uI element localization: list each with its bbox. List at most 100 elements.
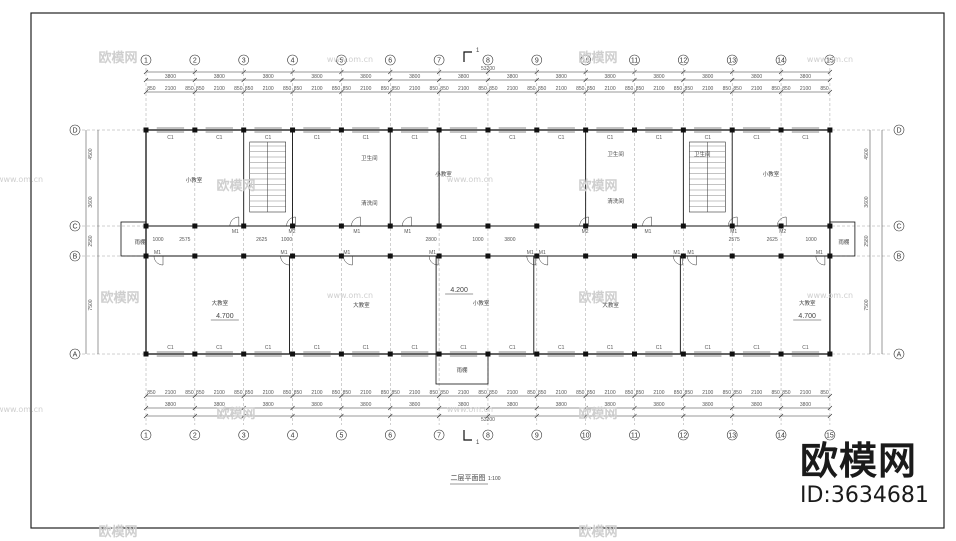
structural-column	[143, 351, 149, 357]
dim-tick-bottom-bays	[241, 405, 246, 411]
structural-column	[534, 351, 540, 357]
dim-tick-bottom-bays	[290, 405, 295, 411]
dim-tick-top-bays	[241, 77, 246, 83]
dim-window-top: 850	[234, 86, 243, 92]
watermark: 欧模网	[216, 178, 255, 194]
door-tag-north: M1	[730, 229, 737, 235]
dim-window-top: 850	[343, 86, 352, 92]
dim-window-top: 2100	[214, 86, 225, 92]
grid-bubble-bottom-6	[384, 429, 396, 441]
dim-window-top: 850	[527, 86, 536, 92]
dim-tick-bottom-windows	[388, 393, 393, 399]
dim-bay-top: 3800	[702, 74, 713, 80]
dim-tick-top-bays	[485, 77, 491, 83]
row-bubble-right-B	[893, 250, 905, 262]
dim-window-bottom: 850	[381, 390, 390, 396]
dim-tick-bottom-bays	[339, 405, 344, 411]
dim-tick-top-total	[729, 69, 735, 75]
dim-tick-bottom-windows	[143, 393, 149, 399]
dim-window-top: 850	[332, 86, 341, 92]
dim-window-top: 850	[196, 86, 205, 92]
watermark-site: www.om.cn	[447, 405, 493, 414]
dim-vertical-right-label: 7500	[864, 299, 870, 310]
room-label-center-classroom: 小教室	[473, 299, 490, 307]
grid-bubble-bottom-11	[629, 429, 640, 441]
grid-label-bottom-6: 6	[388, 433, 392, 440]
structural-column	[436, 127, 442, 133]
watermark: 欧模网	[98, 50, 137, 66]
window-tag-north: C1	[705, 135, 712, 141]
structural-column	[436, 223, 442, 229]
dim-tick-bottom-windows	[241, 393, 246, 399]
structural-column	[241, 223, 247, 229]
door-south	[687, 255, 697, 266]
grid-bubble-bottom-15	[824, 429, 836, 441]
dim-window-bottom: 2100	[311, 390, 322, 396]
dim-tick-top-windows	[534, 89, 540, 95]
grid-bubble-bottom-9	[531, 429, 543, 441]
dim-tick-top-windows	[583, 89, 588, 95]
structural-column	[436, 351, 442, 357]
drawing-title: 二层平面图	[451, 474, 486, 482]
door-south	[538, 255, 549, 266]
dim-window-bottom: 850	[332, 390, 341, 396]
dim-window-bottom: 850	[294, 390, 303, 396]
grid-bubble-top-11	[629, 54, 640, 66]
dim-window-bottom: 850	[147, 390, 156, 396]
dim-tick-top-windows	[632, 89, 637, 95]
window-tag-south: C1	[607, 345, 614, 351]
dim-window-bottom: 2100	[800, 390, 811, 396]
structural-column	[485, 351, 491, 357]
dim-bay-top: 3800	[311, 74, 322, 80]
grid-label-bottom-13: 13	[728, 433, 736, 440]
room-label-large-classroom: 大教室	[799, 299, 816, 307]
window-tag-south: C1	[509, 345, 516, 351]
door-north	[579, 216, 589, 227]
window-tag-south: C1	[753, 345, 760, 351]
row-label-left-D: D	[72, 128, 77, 135]
window-tag-north: C1	[802, 135, 809, 141]
door-tag-north: M2	[289, 229, 296, 235]
dim-tick-bottom-windows	[339, 393, 344, 399]
watermark: 欧模网	[578, 290, 617, 306]
dim-window-bottom: 2100	[751, 390, 762, 396]
room-label-small-classroom: 小教室	[435, 170, 452, 178]
room-label-washroom: 清洗间	[607, 197, 624, 205]
dim-tick-bottom-bays	[436, 405, 442, 411]
row-bubble-right-D	[893, 124, 905, 136]
structural-column	[680, 253, 686, 259]
dim-tick-bottom-total	[241, 413, 246, 419]
structural-column	[436, 253, 442, 259]
structural-column	[632, 351, 637, 357]
structural-column	[192, 223, 198, 229]
dim-tick-bottom-bays	[729, 405, 735, 411]
dim-bay-bottom: 3800	[702, 402, 713, 408]
watermark-site: www.om.cn	[447, 175, 493, 184]
dim-bay-bottom: 3800	[214, 402, 225, 408]
dim-window-bottom: 850	[820, 390, 829, 396]
door-tag-south: M1	[539, 250, 546, 256]
dim-tick-top-bays	[436, 77, 442, 83]
door-north	[229, 216, 240, 227]
structural-column	[680, 351, 686, 357]
dim-tick-top-total	[143, 69, 149, 75]
watermark: 欧模网	[578, 50, 617, 66]
grid-bubble-top-10	[580, 54, 591, 66]
dim-window-top: 2100	[702, 86, 713, 92]
grid-bubble-bottom-1	[140, 429, 152, 441]
drawing-border	[30, 12, 945, 529]
dim-tick-top-windows	[290, 89, 295, 95]
dim-tick-bottom-windows	[583, 393, 588, 399]
window-tag-north: C1	[167, 135, 174, 141]
canopy-label: 雨棚	[456, 366, 468, 374]
watermark: 欧模网	[100, 290, 139, 306]
watermark: 欧模网	[216, 406, 255, 422]
watermark-site: www.om.cn	[0, 175, 43, 184]
grid-bubble-top-5	[336, 54, 347, 66]
window-tag-south: C1	[460, 345, 467, 351]
east-porch	[829, 221, 856, 257]
dim-vertical-left-label: 3600	[88, 196, 94, 207]
structural-column	[778, 223, 784, 229]
structural-column	[632, 223, 637, 229]
dim-window-top: 850	[587, 86, 596, 92]
